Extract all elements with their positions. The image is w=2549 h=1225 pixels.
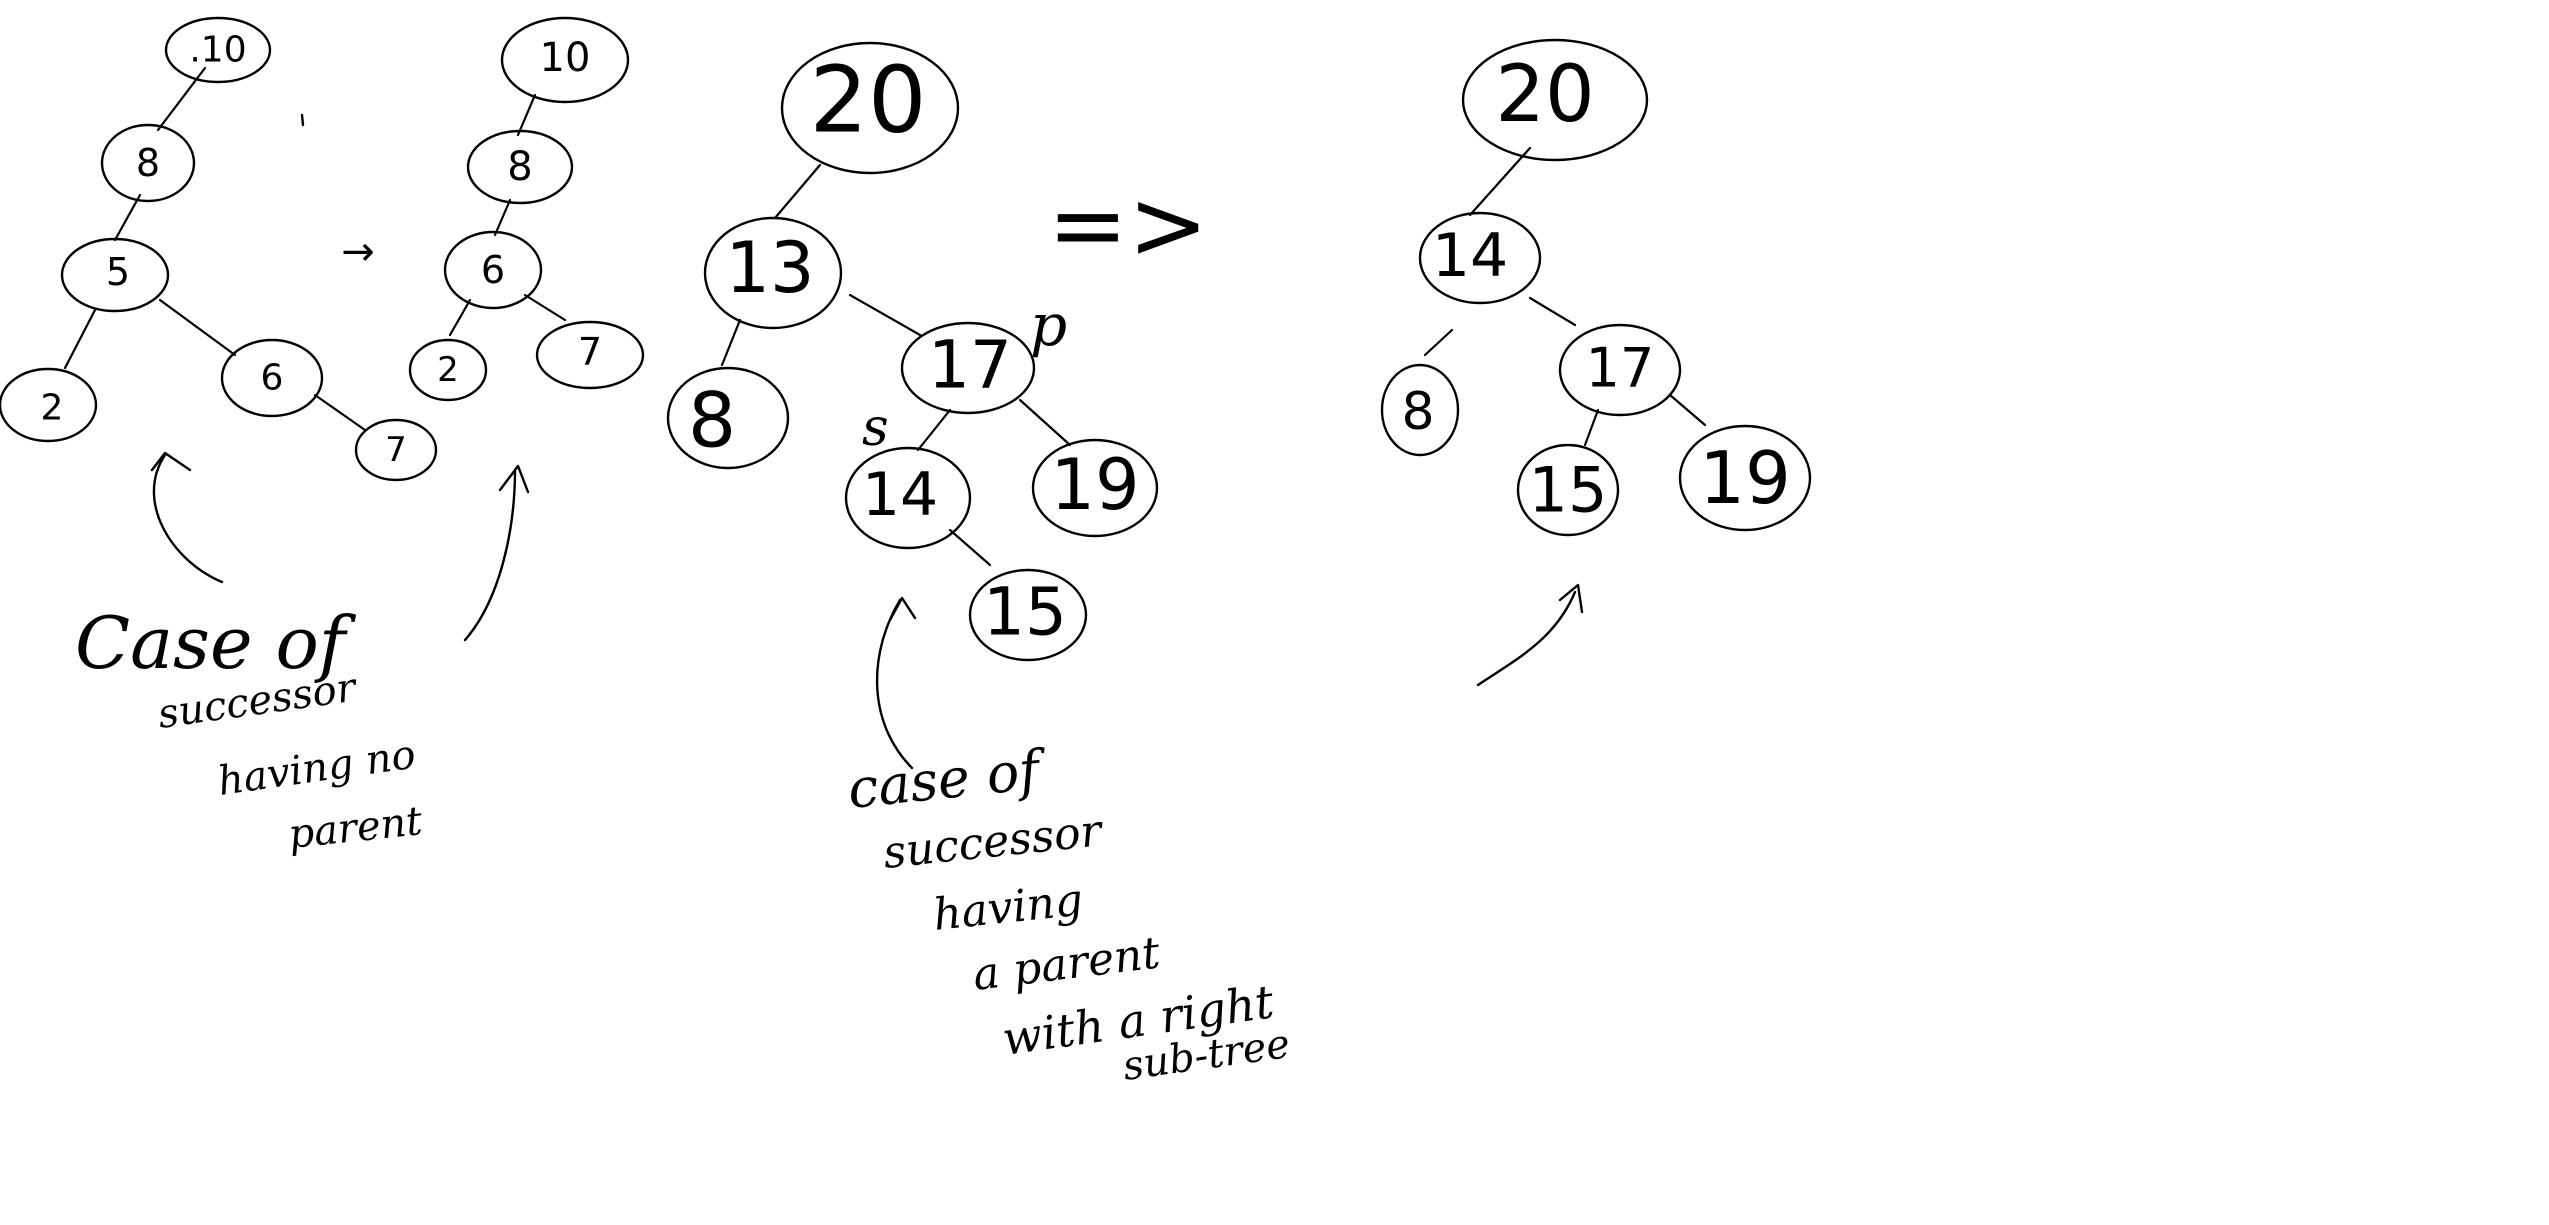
edge-17-19 bbox=[1018, 398, 1072, 447]
node-label: 2 bbox=[41, 388, 64, 429]
edge-20-14 bbox=[1468, 146, 1532, 217]
tree4-node-20: 20 bbox=[1461, 38, 1649, 162]
node-label: .10 bbox=[189, 30, 246, 71]
node-label: 8 bbox=[136, 141, 160, 185]
tree1-node-7: 7 bbox=[354, 418, 438, 482]
tree2-node-8: 8 bbox=[466, 129, 574, 205]
node-label: 10 bbox=[540, 35, 591, 81]
node-label: 14 bbox=[862, 460, 938, 530]
note-line: a parent bbox=[970, 927, 1163, 1001]
note-middle: case of successor having a parent with a… bbox=[845, 737, 1293, 1090]
curved-arrow-middle bbox=[875, 596, 917, 770]
parent-mark-p: p bbox=[1030, 291, 1067, 359]
edge-6-7 bbox=[523, 293, 567, 322]
tree2-node-7: 7 bbox=[535, 320, 645, 390]
edge-13-17 bbox=[848, 293, 922, 337]
tree4-node-8: 8 bbox=[1380, 363, 1460, 457]
big-arrow-icon: => bbox=[1048, 169, 1209, 281]
note-line: having no bbox=[215, 732, 418, 805]
tree-4: 20 14 8 17 15 19 bbox=[1380, 38, 1812, 537]
edge-5-6 bbox=[158, 298, 237, 357]
tree4-node-19: 19 bbox=[1678, 424, 1812, 532]
tree-1: .10 8 5 2 6 7 bbox=[0, 16, 438, 482]
node-label: 20 bbox=[809, 47, 926, 154]
tree2-node-10: 10 bbox=[500, 16, 630, 104]
tree1-node-6: 6 bbox=[220, 338, 324, 418]
edge-14-8 bbox=[1423, 328, 1454, 357]
node-label: 13 bbox=[725, 227, 814, 309]
node-label: 14 bbox=[1432, 221, 1508, 291]
tree2-node-6: 6 bbox=[443, 230, 543, 310]
tree4-node-14: 14 bbox=[1418, 211, 1542, 305]
stray-mark bbox=[300, 113, 305, 127]
node-label: 19 bbox=[1050, 444, 1139, 526]
node-label: 17 bbox=[1586, 337, 1655, 400]
tree3-node-14: 14 bbox=[844, 446, 972, 550]
node-label: 6 bbox=[481, 248, 505, 292]
tree1-node-8: 8 bbox=[100, 123, 196, 203]
tree3-node-13: 13 bbox=[703, 216, 843, 330]
edge-6-7 bbox=[313, 393, 367, 432]
edge-17-15 bbox=[1583, 408, 1600, 447]
node-label: 20 bbox=[1495, 50, 1594, 140]
note-line: parent bbox=[286, 798, 425, 858]
curved-arrow-tree4 bbox=[1476, 583, 1584, 687]
tree3-node-8: 8 bbox=[666, 366, 790, 470]
node-label: 8 bbox=[1401, 382, 1434, 442]
node-label: 7 bbox=[385, 430, 407, 470]
edge-17-14 bbox=[916, 408, 952, 452]
node-label: 2 bbox=[437, 350, 459, 390]
tree3-node-15: 15 bbox=[968, 568, 1088, 662]
node-label: 8 bbox=[688, 376, 736, 465]
edge-10-8 bbox=[516, 93, 537, 137]
tree3-node-19: 19 bbox=[1031, 438, 1159, 538]
edge-17-19 bbox=[1668, 393, 1707, 427]
edge-20-13 bbox=[773, 163, 822, 220]
tree-2: 10 8 6 2 7 bbox=[408, 16, 645, 402]
tree2-node-2: 2 bbox=[408, 338, 488, 402]
tree1-node-2: 2 bbox=[0, 367, 98, 443]
edge-8-5 bbox=[113, 193, 142, 242]
curved-arrow-right bbox=[463, 464, 530, 642]
tree4-node-17: 17 bbox=[1558, 323, 1682, 417]
note-line: Case of bbox=[75, 601, 357, 685]
node-label: 19 bbox=[1699, 436, 1791, 520]
edge-5-2 bbox=[63, 308, 97, 370]
edge-10-8 bbox=[156, 66, 207, 132]
curved-arrow-left bbox=[150, 451, 224, 584]
edge-14-15 bbox=[948, 528, 992, 567]
node-label: 15 bbox=[983, 574, 1067, 651]
note-line: case of bbox=[845, 737, 1050, 821]
node-label: 15 bbox=[1529, 454, 1608, 527]
note-line: successor bbox=[881, 805, 1107, 879]
tree1-node-10: .10 bbox=[164, 16, 272, 84]
tree3-node-20: 20 bbox=[780, 41, 960, 175]
node-label: 5 bbox=[106, 250, 130, 294]
edge-8-6 bbox=[493, 198, 512, 237]
tree4-node-15: 15 bbox=[1516, 443, 1620, 537]
node-label: 6 bbox=[261, 358, 284, 399]
node-label: 17 bbox=[928, 327, 1012, 404]
tree1-node-5: 5 bbox=[60, 237, 170, 313]
tree-3: 20 13 8 17 14 19 15 p s bbox=[666, 41, 1159, 662]
note-line: having bbox=[931, 875, 1086, 941]
note-left: Case of successor having no parent bbox=[75, 601, 425, 858]
edge-6-2 bbox=[448, 298, 472, 337]
successor-mark-s: s bbox=[862, 398, 889, 458]
small-arrow-icon: → bbox=[341, 229, 375, 275]
edge-14-17 bbox=[1528, 296, 1577, 327]
node-label: 7 bbox=[578, 330, 602, 374]
edge-13-8 bbox=[720, 318, 742, 367]
tree3-node-17: 17 bbox=[900, 321, 1036, 415]
node-label: 8 bbox=[507, 144, 532, 190]
